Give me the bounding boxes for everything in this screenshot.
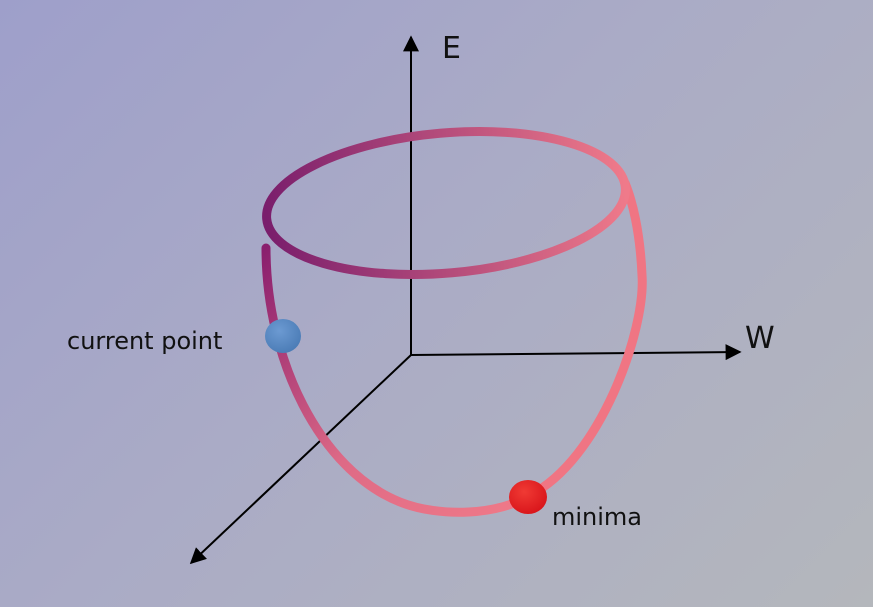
bowl-left-edge <box>261 243 535 517</box>
depth-axis <box>189 354 412 565</box>
current-point-marker <box>265 319 301 353</box>
minima-label: minima <box>552 503 642 531</box>
bowl-rim <box>262 127 630 279</box>
w-axis-label: W <box>745 321 775 356</box>
minima-marker <box>509 480 547 514</box>
current-point-label: current point <box>67 327 222 355</box>
bowl-right-edge <box>525 178 647 500</box>
w-axis <box>410 344 742 361</box>
e-axis-label: E <box>442 31 461 66</box>
